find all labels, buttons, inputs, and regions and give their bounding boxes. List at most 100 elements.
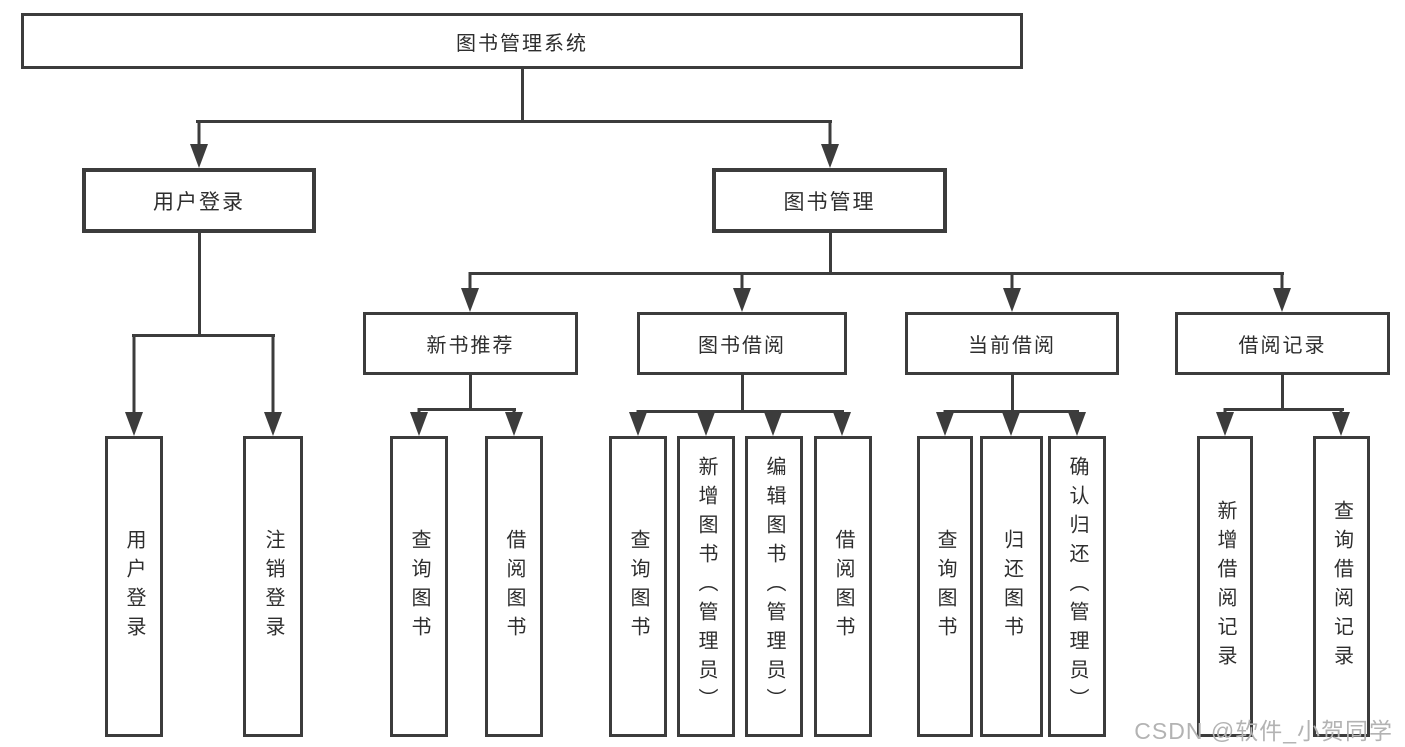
arrow-down-icon bbox=[1273, 288, 1291, 312]
node-label: 当前借阅 bbox=[968, 335, 1056, 357]
connector-arrow bbox=[410, 408, 428, 436]
leaf-return-books: 归还图书 bbox=[980, 436, 1043, 737]
connector-arrow bbox=[833, 410, 851, 436]
arrow-down-icon bbox=[821, 144, 839, 168]
arrow-down-icon bbox=[697, 412, 715, 436]
connector-arrow bbox=[1003, 272, 1021, 312]
node-label: 图书借阅 bbox=[698, 335, 786, 357]
connector-arrow bbox=[821, 120, 839, 168]
connector-line bbox=[1011, 375, 1014, 410]
arrow-down-icon bbox=[410, 412, 428, 436]
connector-arrow bbox=[1332, 408, 1350, 436]
connector-arrow bbox=[697, 410, 715, 436]
connector-arrow bbox=[1273, 272, 1291, 312]
connector-arrow bbox=[629, 410, 647, 436]
arrow-shaft bbox=[271, 334, 275, 414]
leaf-label: 新增借阅记录 bbox=[1214, 499, 1236, 674]
node-current-borrowing: 当前借阅 bbox=[905, 312, 1119, 375]
arrow-shaft bbox=[740, 272, 744, 290]
leaf-query-borrow-record: 查询借阅记录 bbox=[1313, 436, 1370, 737]
leaf-query-books-current: 查询图书 bbox=[917, 436, 973, 737]
arrow-shaft bbox=[417, 408, 421, 414]
arrow-shaft bbox=[1010, 272, 1014, 290]
leaf-label: 注销登录 bbox=[262, 528, 284, 645]
node-label: 图书管理 bbox=[783, 190, 876, 214]
node-new-book-recommend: 新书推荐 bbox=[363, 312, 578, 375]
arrow-shaft bbox=[197, 120, 201, 146]
node-library-system: 图书管理系统 bbox=[21, 13, 1023, 69]
connector-arrow bbox=[733, 272, 751, 312]
connector-line bbox=[741, 375, 744, 410]
node-label: 用户登录 bbox=[153, 190, 245, 214]
arrow-down-icon bbox=[1003, 288, 1021, 312]
connector-line bbox=[132, 334, 275, 337]
connector-arrow bbox=[1068, 410, 1086, 436]
arrow-shaft bbox=[132, 334, 136, 414]
node-book-borrowing: 图书借阅 bbox=[637, 312, 847, 375]
arrow-down-icon bbox=[629, 412, 647, 436]
leaf-label: 编辑图书（管理员） bbox=[763, 456, 785, 717]
node-label: 新书推荐 bbox=[426, 335, 515, 357]
connector-line bbox=[829, 233, 832, 272]
arrow-shaft bbox=[1339, 408, 1343, 414]
arrow-down-icon bbox=[190, 144, 208, 168]
leaf-borrow-books-borrowing: 借阅图书 bbox=[814, 436, 872, 737]
node-label: 图书管理系统 bbox=[456, 32, 588, 55]
arrow-down-icon bbox=[1332, 412, 1350, 436]
leaf-label: 查询图书 bbox=[627, 528, 649, 645]
connector-line bbox=[637, 410, 844, 413]
connector-line bbox=[196, 120, 832, 123]
connector-line bbox=[469, 375, 472, 408]
node-borrowing-records: 借阅记录 bbox=[1175, 312, 1390, 375]
arrow-down-icon bbox=[1068, 412, 1086, 436]
arrow-shaft bbox=[1280, 272, 1284, 290]
leaf-logout: 注销登录 bbox=[243, 436, 303, 737]
leaf-query-books-recommend: 查询图书 bbox=[390, 436, 448, 737]
arrow-down-icon bbox=[1216, 412, 1234, 436]
arrow-down-icon bbox=[125, 412, 143, 436]
arrow-down-icon bbox=[505, 412, 523, 436]
node-user-login-branch: 用户登录 bbox=[82, 168, 316, 233]
watermark: CSDN @软件_小贺同学 bbox=[1134, 718, 1393, 744]
connector-arrow bbox=[1002, 410, 1020, 436]
arrow-down-icon bbox=[764, 412, 782, 436]
connector-line bbox=[198, 233, 201, 334]
connector-arrow bbox=[461, 272, 479, 312]
leaf-label: 查询图书 bbox=[408, 528, 430, 645]
connector-arrow bbox=[764, 410, 782, 436]
leaf-label: 查询借阅记录 bbox=[1330, 499, 1353, 674]
leaf-label: 确认归还（管理员） bbox=[1066, 456, 1088, 717]
leaf-label: 归还图书 bbox=[1000, 528, 1023, 645]
leaf-edit-book-admin: 编辑图书（管理员） bbox=[745, 436, 803, 737]
connector-arrow bbox=[264, 334, 282, 436]
leaf-label: 新增图书（管理员） bbox=[695, 456, 717, 717]
leaf-label: 借阅图书 bbox=[832, 528, 854, 645]
arrow-down-icon bbox=[733, 288, 751, 312]
leaf-confirm-return-admin: 确认归还（管理员） bbox=[1048, 436, 1106, 737]
leaf-label: 查询图书 bbox=[934, 528, 956, 645]
connector-line bbox=[1224, 408, 1344, 411]
leaf-borrow-books-recommend: 借阅图书 bbox=[485, 436, 543, 737]
leaf-add-book-admin: 新增图书（管理员） bbox=[677, 436, 735, 737]
connector-line bbox=[418, 408, 516, 411]
arrow-shaft bbox=[468, 272, 472, 290]
leaf-user-login: 用户登录 bbox=[105, 436, 163, 737]
connector-line bbox=[521, 69, 524, 120]
connector-line bbox=[1281, 375, 1284, 408]
arrow-shaft bbox=[512, 408, 516, 414]
connector-arrow bbox=[505, 408, 523, 436]
leaf-add-borrow-record: 新增借阅记录 bbox=[1197, 436, 1253, 737]
leaf-query-books-borrowing: 查询图书 bbox=[609, 436, 667, 737]
connector-arrow bbox=[125, 334, 143, 436]
connector-arrow bbox=[936, 410, 954, 436]
node-label: 借阅记录 bbox=[1238, 335, 1327, 357]
leaf-label: 借阅图书 bbox=[503, 528, 525, 645]
arrow-down-icon bbox=[264, 412, 282, 436]
arrow-shaft bbox=[1223, 408, 1227, 414]
connector-arrow bbox=[1216, 408, 1234, 436]
arrow-down-icon bbox=[1002, 412, 1020, 436]
arrow-down-icon bbox=[833, 412, 851, 436]
leaf-label: 用户登录 bbox=[123, 528, 145, 645]
node-book-management: 图书管理 bbox=[712, 168, 947, 233]
